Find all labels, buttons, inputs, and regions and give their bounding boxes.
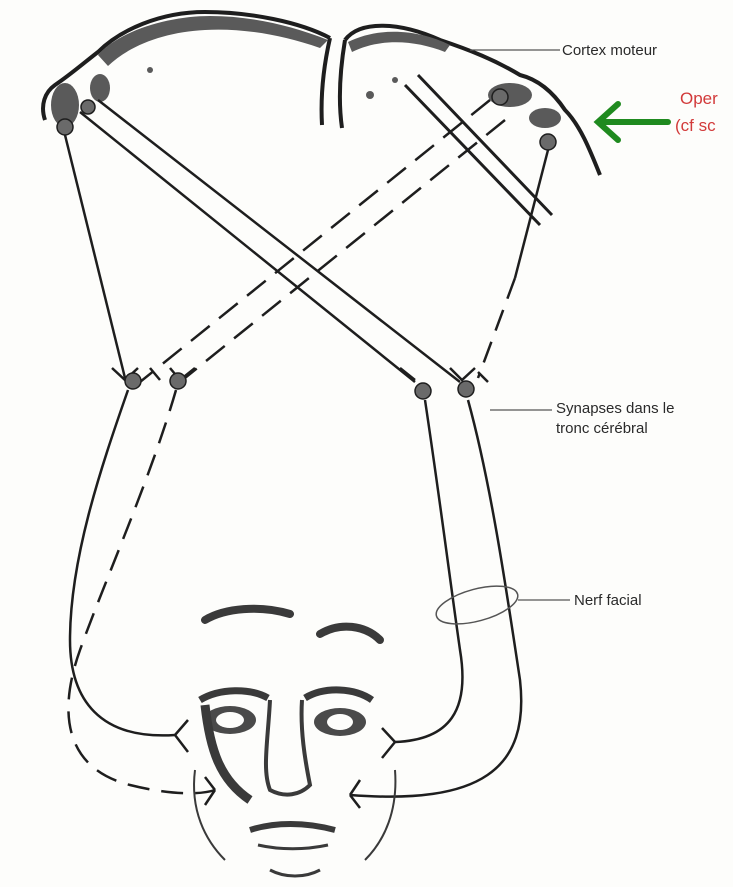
neuron-left-1: [57, 119, 73, 135]
label-leaders: [470, 50, 570, 600]
eyebrow-right: [320, 627, 380, 640]
label-cortex-moteur: Cortex moteur: [562, 42, 657, 60]
corticobulbar-tract-left: [80, 100, 460, 382]
neuron-right-1: [492, 89, 508, 105]
chin: [270, 870, 320, 876]
brainstem-nuclei: [125, 373, 474, 399]
nucleus-1: [125, 373, 141, 389]
nucleus-4: [458, 381, 474, 397]
brow-ridge-left: [200, 691, 268, 700]
neuron-left-2: [81, 100, 95, 114]
nerve-right-inner: [395, 400, 462, 742]
corticobulbar-tract-right: [140, 100, 505, 382]
outer-tracts: [65, 135, 548, 378]
label-synapses-line2: tronc cérébral: [556, 420, 648, 438]
label-oper-line2: (cf sc: [675, 115, 716, 137]
nose: [266, 700, 310, 795]
face-sketch: [194, 609, 395, 876]
label-oper-line1: Oper: [680, 88, 718, 110]
mouth: [250, 824, 335, 830]
nucleus-3: [415, 383, 431, 399]
neuron-right-2: [540, 134, 556, 150]
facial-nerve-paths: [68, 390, 521, 797]
label-nerf-facial: Nerf facial: [574, 592, 642, 610]
eyebrow-left: [205, 609, 290, 620]
brow-ridge-right: [305, 690, 372, 700]
synapse-endings: [112, 368, 488, 382]
left-arrow-icon: [598, 104, 668, 140]
nucleus-2: [170, 373, 186, 389]
lower-lip: [258, 845, 328, 849]
nerve-right-outer: [350, 400, 521, 797]
cheek-right: [365, 770, 395, 860]
label-synapses-line1: Synapses dans le: [556, 400, 674, 418]
